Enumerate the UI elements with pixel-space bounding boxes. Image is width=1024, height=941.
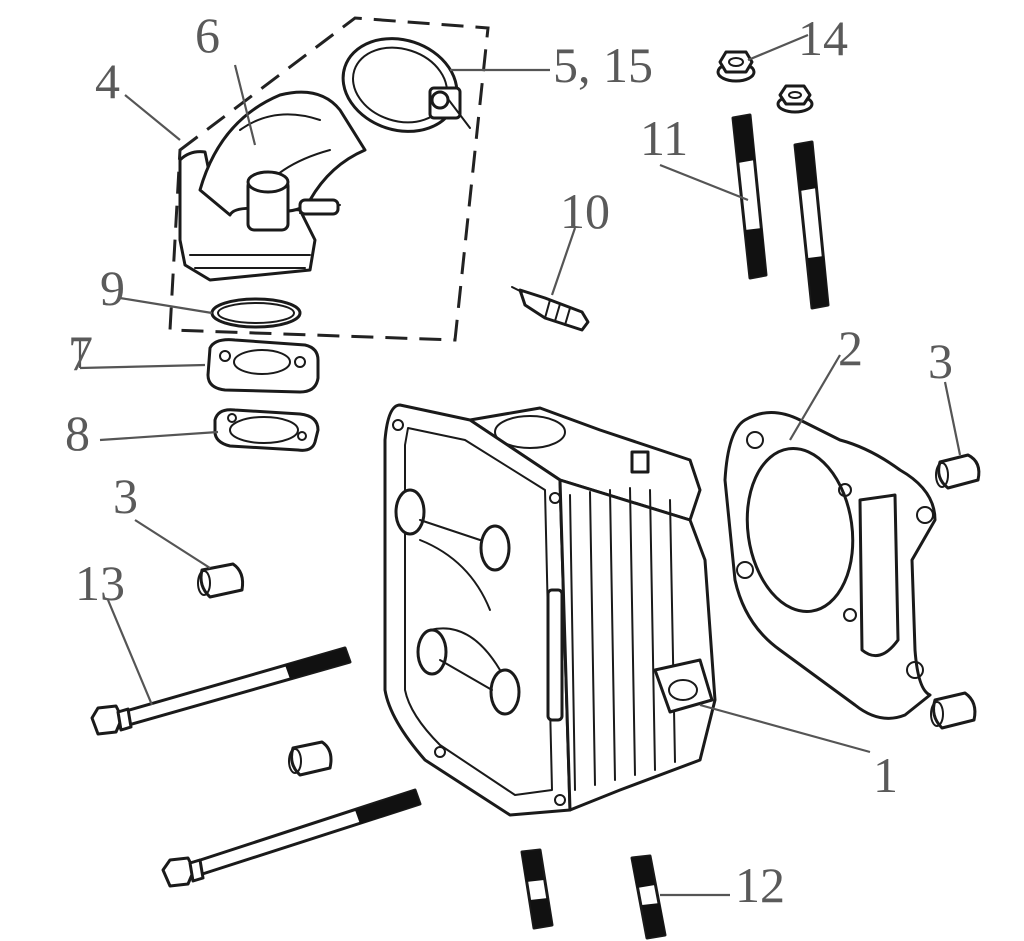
callout-12: 12 — [735, 857, 785, 913]
part-long-studs — [731, 113, 830, 310]
callout-7: 7 — [68, 325, 93, 381]
part-intake-manifold — [178, 90, 367, 282]
callout-3-right: 3 — [928, 333, 953, 389]
intake-assembly-boundary — [168, 16, 490, 342]
callout-labels: 1 2 3 3 4 5, 15 6 7 8 9 10 11 12 13 14 — [65, 7, 953, 913]
callout-1: 1 — [873, 747, 898, 803]
callout-9: 9 — [100, 260, 125, 316]
part-dowel-pins — [197, 453, 981, 777]
callout-6: 6 — [195, 7, 220, 63]
callout-11: 11 — [640, 110, 688, 166]
part-intake-gasket — [213, 408, 320, 452]
part-head-gasket — [723, 411, 937, 720]
part-long-bolts — [90, 646, 422, 888]
part-insulator — [206, 338, 320, 394]
part-hose-clamp — [341, 37, 471, 133]
leader-lines — [78, 33, 962, 897]
callout-3-left: 3 — [113, 468, 138, 524]
callout-5-15: 5, 15 — [553, 37, 653, 93]
part-short-studs — [520, 848, 667, 940]
callout-10: 10 — [560, 183, 610, 239]
callout-4: 4 — [95, 53, 120, 109]
callout-2: 2 — [838, 320, 863, 376]
callout-13: 13 — [75, 555, 125, 611]
part-o-ring — [210, 297, 302, 329]
part-flange-nuts — [716, 50, 814, 114]
callout-8: 8 — [65, 405, 90, 461]
part-cylinder-head — [383, 403, 717, 817]
callout-14: 14 — [798, 10, 848, 66]
part-spark-plug — [511, 286, 590, 332]
